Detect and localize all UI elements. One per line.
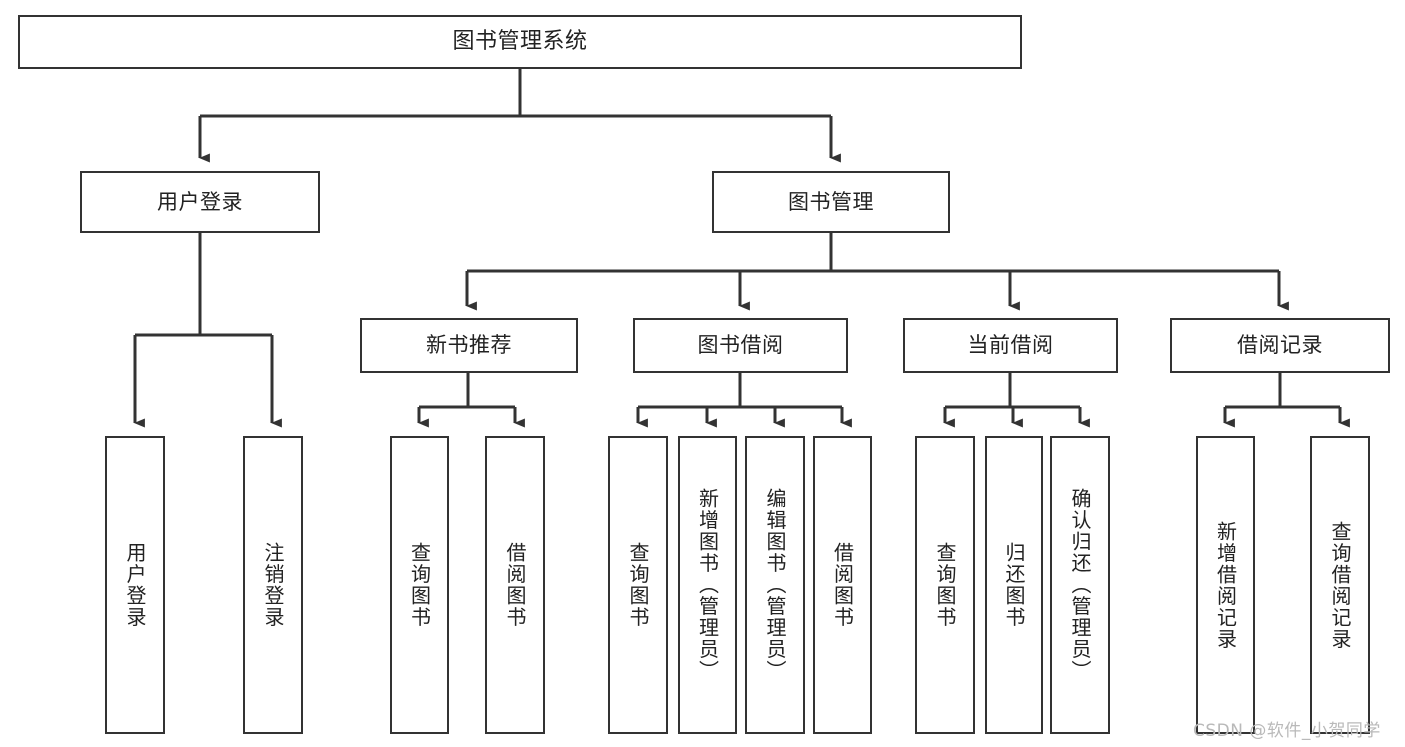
- leaf-edit-book-label: 编辑图书（管理员）: [763, 488, 787, 682]
- leaf-add-book[interactable]: 新增图书（管理员）: [678, 436, 737, 734]
- leaf-add-record-label: 新增借阅记录: [1213, 520, 1238, 650]
- leaf-borrow-book-2[interactable]: 借阅图书: [813, 436, 872, 734]
- leaf-add-book-label: 新增图书（管理员）: [695, 488, 720, 682]
- node-new-book-recommend-label: 新书推荐: [426, 333, 512, 358]
- leaf-return-book[interactable]: 归还图书: [985, 436, 1043, 734]
- leaf-borrow-book-1-label: 借阅图书: [503, 542, 527, 628]
- leaf-query-record-label: 查询借阅记录: [1328, 520, 1352, 650]
- node-user-login[interactable]: 用户登录: [80, 171, 320, 233]
- leaf-query-book-1-label: 查询图书: [407, 542, 432, 628]
- leaf-logout-label: 注销登录: [261, 542, 285, 628]
- leaf-query-record[interactable]: 查询借阅记录: [1310, 436, 1370, 734]
- node-root[interactable]: 图书管理系统: [18, 15, 1022, 69]
- leaf-query-book-3[interactable]: 查询图书: [915, 436, 975, 734]
- node-borrow-record-label: 借阅记录: [1237, 333, 1323, 358]
- node-new-book-recommend[interactable]: 新书推荐: [360, 318, 578, 373]
- node-user-login-label: 用户登录: [157, 189, 243, 214]
- node-current-borrow[interactable]: 当前借阅: [903, 318, 1118, 373]
- leaf-return-book-label: 归还图书: [1002, 542, 1026, 628]
- leaf-user-login[interactable]: 用户登录: [105, 436, 165, 734]
- leaf-query-book-2-label: 查询图书: [626, 542, 650, 628]
- leaf-confirm-return-label: 确认归还（管理员）: [1068, 488, 1092, 682]
- leaf-query-book-1[interactable]: 查询图书: [390, 436, 449, 734]
- node-book-manage-label: 图书管理: [788, 189, 874, 214]
- leaf-confirm-return[interactable]: 确认归还（管理员）: [1050, 436, 1110, 734]
- leaf-query-book-2[interactable]: 查询图书: [608, 436, 668, 734]
- node-current-borrow-label: 当前借阅: [967, 333, 1054, 358]
- node-book-manage[interactable]: 图书管理: [712, 171, 950, 233]
- node-book-borrow[interactable]: 图书借阅: [633, 318, 848, 373]
- leaf-borrow-book-1[interactable]: 借阅图书: [485, 436, 545, 734]
- node-book-borrow-label: 图书借阅: [697, 333, 784, 358]
- leaf-edit-book[interactable]: 编辑图书（管理员）: [745, 436, 805, 734]
- leaf-borrow-book-2-label: 借阅图书: [830, 542, 855, 628]
- leaf-user-login-label: 用户登录: [123, 542, 147, 628]
- leaf-add-record[interactable]: 新增借阅记录: [1196, 436, 1255, 734]
- node-borrow-record[interactable]: 借阅记录: [1170, 318, 1390, 373]
- leaf-logout[interactable]: 注销登录: [243, 436, 303, 734]
- node-root-label: 图书管理系统: [452, 28, 588, 54]
- leaf-query-book-3-label: 查询图书: [933, 542, 957, 628]
- csdn-watermark: CSDN @软件_小贺同学: [1193, 721, 1381, 741]
